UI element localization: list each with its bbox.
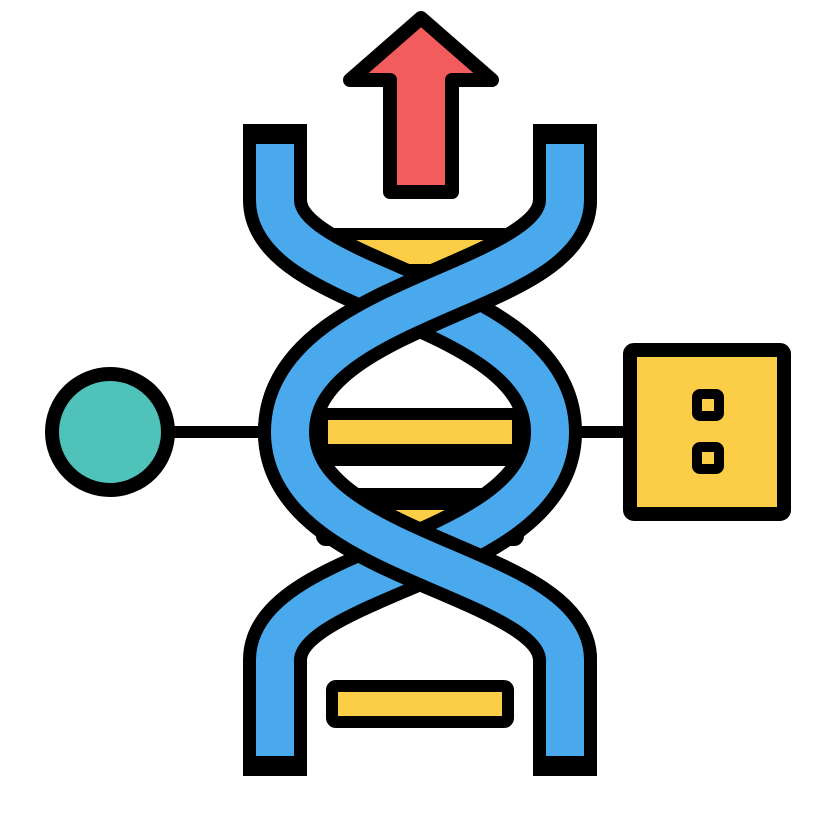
strand-cap bbox=[533, 756, 597, 776]
up-arrow-icon bbox=[343, 11, 499, 199]
square-dot bbox=[692, 389, 724, 421]
strand-cap bbox=[533, 124, 597, 144]
strand-b bbox=[270, 140, 584, 760]
strand-a bbox=[256, 140, 570, 760]
square-node-icon bbox=[623, 343, 791, 521]
base-pair-rung bbox=[326, 680, 514, 728]
strand-cap bbox=[243, 124, 307, 144]
dna-helix bbox=[243, 124, 597, 776]
square-dot bbox=[692, 442, 724, 474]
strand-cap bbox=[243, 756, 307, 776]
base-pair-rung bbox=[316, 408, 524, 456]
circle-node-icon bbox=[45, 367, 175, 497]
